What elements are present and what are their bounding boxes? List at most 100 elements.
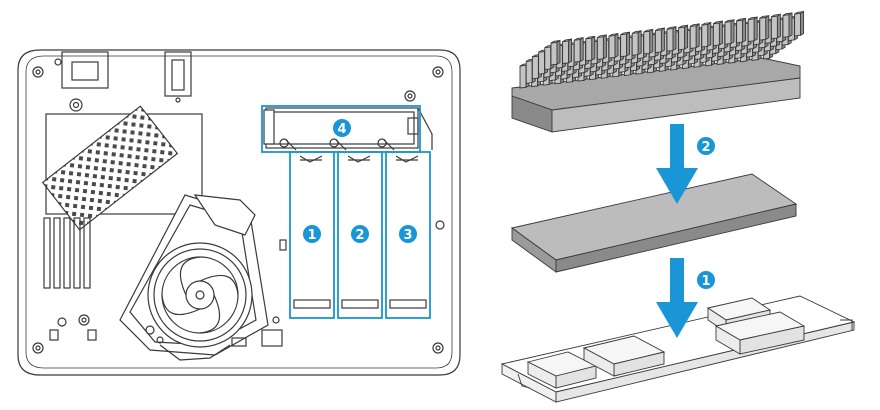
- fin: [724, 20, 732, 45]
- fin: [794, 12, 802, 37]
- fin: [678, 26, 686, 51]
- fin-side: [591, 35, 596, 61]
- down-arrow-icon: [656, 124, 698, 204]
- fin: [770, 15, 778, 40]
- fin-top: [759, 15, 770, 19]
- callout-label: 4: [337, 122, 346, 137]
- fin-top: [771, 13, 781, 18]
- fin-side: [568, 38, 573, 64]
- nas-chassis: [17, 49, 461, 376]
- fin-side: [695, 23, 700, 49]
- fin-side: [626, 31, 631, 57]
- ssd-chip: [714, 311, 806, 355]
- callout-step-2: 2: [697, 137, 715, 155]
- fin-top: [550, 40, 561, 44]
- fan-assembly: [119, 194, 283, 361]
- fin-side: [753, 16, 758, 42]
- ssd-chip: [526, 351, 598, 389]
- thermal-pad: [510, 173, 798, 273]
- fin-top: [631, 30, 642, 34]
- fin: [736, 19, 744, 44]
- fin-side: [788, 12, 793, 38]
- fin-side: [800, 10, 805, 36]
- fin-side: [718, 20, 723, 46]
- fin: [550, 41, 558, 66]
- fin-top: [736, 17, 746, 22]
- hatched-chip: [41, 105, 179, 231]
- numbered-callout-icon: [333, 119, 351, 137]
- callout-slot-1: 1: [303, 225, 321, 243]
- fin: [654, 29, 662, 54]
- callout-label: 2: [701, 140, 710, 155]
- slot-callouts: 1 2 3 4: [303, 119, 417, 243]
- fin-side: [765, 14, 770, 41]
- fin: [562, 40, 570, 65]
- callout-label: 1: [307, 228, 316, 243]
- ssd-chip: [582, 335, 666, 377]
- callout-label: 2: [355, 228, 364, 243]
- fin-top: [678, 24, 688, 29]
- fin-top: [724, 19, 735, 23]
- callout-step-1: 1: [697, 271, 715, 289]
- heatsink: [511, 10, 805, 133]
- fin-top: [666, 26, 677, 30]
- numbered-callout-icon: [697, 137, 715, 155]
- fin: [782, 14, 790, 38]
- numbered-callout-icon: [303, 225, 321, 243]
- fin-top: [701, 22, 712, 26]
- vent-slots: [43, 217, 91, 289]
- fin-top: [655, 27, 665, 32]
- fin: [531, 55, 539, 80]
- fin-side: [556, 39, 561, 65]
- callout-slot-3: 3: [399, 225, 417, 243]
- fin: [701, 23, 709, 48]
- corner-screw: [32, 342, 44, 354]
- fin-side: [614, 32, 619, 59]
- corner-screw: [32, 66, 44, 78]
- numbered-callout-icon: [351, 225, 369, 243]
- top-bracket: [54, 51, 109, 112]
- fin-top: [573, 37, 584, 41]
- fin: [631, 32, 639, 56]
- fin-top: [689, 23, 700, 27]
- slot-highlights: [261, 105, 431, 319]
- fin-top: [713, 20, 723, 25]
- fin-side: [684, 24, 689, 50]
- corner-screw: [432, 66, 444, 78]
- fin-side: [742, 17, 747, 43]
- slot-frame-4: [261, 105, 421, 153]
- heatsink-fins: [519, 10, 805, 89]
- fin-side: [660, 27, 665, 53]
- numbered-callout-icon: [697, 271, 715, 289]
- corner-screw: [432, 342, 444, 354]
- numbered-callout-icon: [399, 225, 417, 243]
- fin-side: [672, 25, 677, 52]
- top-connector: [164, 51, 192, 103]
- fin: [666, 27, 674, 52]
- fin: [608, 34, 616, 59]
- fin: [643, 30, 651, 55]
- fin-top: [747, 16, 758, 20]
- callout-slot-4: 4: [333, 119, 351, 137]
- fin-side: [602, 34, 607, 60]
- fin-side: [730, 19, 735, 45]
- fin-side: [707, 21, 712, 48]
- m2-ssd: [500, 295, 856, 403]
- step-callouts: 2 1: [697, 137, 715, 289]
- fin: [519, 64, 527, 89]
- slot-4-area: [263, 107, 433, 151]
- fin-top: [585, 35, 596, 40]
- fin-top: [620, 31, 630, 36]
- fin-top: [794, 11, 804, 15]
- fin-top: [643, 29, 654, 33]
- fin: [585, 37, 593, 62]
- slot-contacts: [293, 155, 427, 309]
- fin-top: [782, 12, 793, 16]
- down-arrow-icon: [656, 258, 698, 338]
- chip-area: [45, 113, 203, 215]
- fin-side: [776, 13, 781, 39]
- callout-label: 1: [701, 274, 710, 289]
- fin: [712, 22, 720, 47]
- fin: [573, 38, 581, 63]
- fin: [596, 36, 604, 60]
